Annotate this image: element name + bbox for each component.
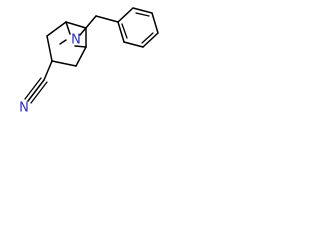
triple-bond-side-b <box>30 81 48 104</box>
benzyl-group <box>79 15 119 36</box>
ring-double-bond-1 <box>135 12 150 17</box>
bicyclic-core <box>46 21 87 67</box>
ring-bond-3 <box>151 12 159 34</box>
bond-c1-c2 <box>46 21 67 37</box>
ring-double-bond-3 <box>121 23 128 39</box>
nitrile-group <box>24 60 53 104</box>
ring-bond-2 <box>132 7 153 14</box>
bond-c6-c1 <box>46 35 53 62</box>
ring-nitrogen-label: N <box>71 33 81 48</box>
bond-n-c4 <box>74 45 87 48</box>
ring-bond-6 <box>117 21 125 43</box>
bond-c3-c4-bridge <box>59 39 67 45</box>
ring-bond-4 <box>142 32 159 48</box>
bond-c2-n <box>65 21 71 35</box>
bond-c4-c5 <box>75 46 87 67</box>
benzene-ring <box>117 7 159 48</box>
molecule-structure: N N <box>19 7 159 116</box>
nitrile-nitrogen-label: N <box>19 101 29 116</box>
ring-bond-1 <box>117 7 134 23</box>
triple-bond-center <box>27 79 45 102</box>
ring-bond-5 <box>123 41 144 48</box>
bond-c5-c6 <box>51 60 77 67</box>
bond-n-ch2 <box>79 15 97 36</box>
ring-double-bond-2 <box>141 32 154 44</box>
bond-c2-c3 <box>65 21 87 29</box>
bond-ch2-ring <box>95 15 119 23</box>
triple-bond-side-a <box>24 77 42 100</box>
bond-ring-cn <box>43 60 53 81</box>
